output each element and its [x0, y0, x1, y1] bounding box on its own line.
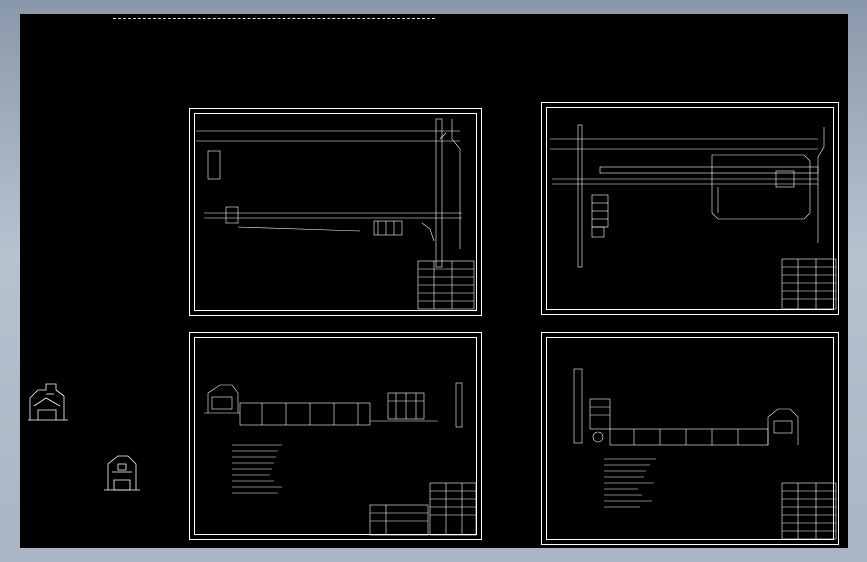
detail-drawing-left-2	[104, 455, 140, 491]
dashed-guide-line	[113, 18, 435, 19]
plan-layout-graphic-1	[196, 118, 475, 310]
elevation-graphic-1	[204, 382, 477, 536]
drawing-sheet-plan-2[interactable]	[541, 102, 839, 315]
drawing-sheet-elevation-2[interactable]	[541, 332, 839, 545]
drawing-sheet-elevation-1[interactable]	[189, 332, 482, 540]
elevation-graphic-2	[573, 368, 837, 540]
drawing-sheet-plan-1[interactable]	[189, 108, 482, 316]
detail-drawing-left-1	[28, 383, 68, 421]
plan-layout-graphic-2	[550, 124, 837, 310]
